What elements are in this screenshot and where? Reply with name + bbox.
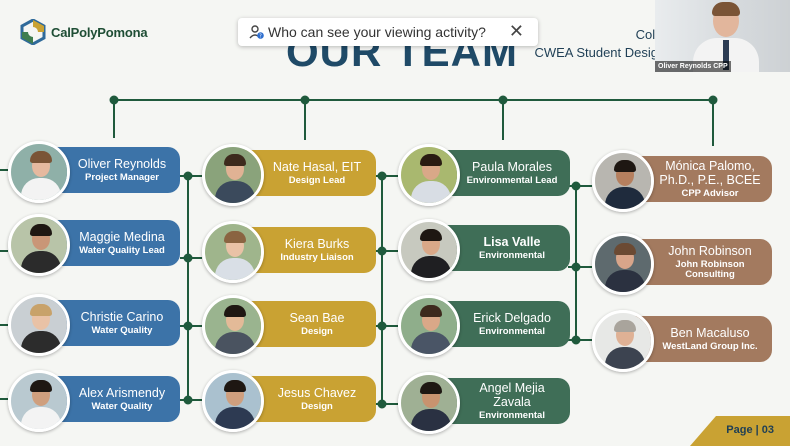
person-question-icon: ? <box>249 25 264 39</box>
member-photo <box>398 144 460 206</box>
member-name: Sean Bae <box>289 311 345 325</box>
member-photo <box>8 370 70 432</box>
member-card: Oliver Reynolds Project Manager <box>8 141 180 203</box>
member-photo <box>202 370 264 432</box>
page-number: Page | 03 <box>726 424 774 436</box>
member-card: Maggie Medina Water Quality Lead <box>8 214 180 276</box>
member-name: Mónica Palomo, Ph.D., P.E., BCEE <box>659 159 761 187</box>
member-photo <box>592 310 654 372</box>
member-role: Environmental Lead <box>466 175 558 186</box>
toast-message: Who can see your viewing activity? <box>268 24 486 40</box>
member-photo <box>398 219 460 281</box>
member-role: Industry Liaison <box>280 252 354 263</box>
cpp-logo: CalPolyPomona <box>20 19 148 45</box>
member-card: Paula Morales Environmental Lead <box>398 144 570 206</box>
member-role: Project Manager <box>85 172 159 183</box>
close-icon[interactable]: ✕ <box>508 21 524 41</box>
member-photo <box>202 144 264 206</box>
member-photo <box>592 233 654 295</box>
member-role: Water Quality <box>91 325 153 336</box>
member-role: Water Quality <box>91 401 153 412</box>
member-name: Lisa Valle <box>483 235 541 249</box>
member-role: John Robinson Consulting <box>675 259 745 280</box>
participant-video-tile[interactable]: Oliver Reynolds CPP <box>655 0 790 72</box>
member-card: Mónica Palomo, Ph.D., P.E., BCEE CPP Adv… <box>592 150 772 212</box>
cpp-logo-icon <box>20 19 46 45</box>
member-name: Nate Hasal, EIT <box>272 160 362 174</box>
logo-text: CalPolyPomona <box>51 24 148 40</box>
member-card: Alex Arismendy Water Quality <box>8 370 180 432</box>
member-card: Jesus Chavez Design <box>202 370 376 432</box>
member-name: Jesus Chavez <box>277 386 357 400</box>
member-card: Nate Hasal, EIT Design Lead <box>202 144 376 206</box>
member-photo <box>8 141 70 203</box>
header-subtitle-line1: Coll <box>635 27 658 42</box>
member-card: Kiera Burks Industry Liaison <box>202 221 376 283</box>
member-card: Christie Carino Water Quality <box>8 294 180 356</box>
member-photo <box>202 295 264 357</box>
member-card: Lisa Valle Environmental <box>398 219 570 281</box>
member-name: Angel Mejia Zavala <box>479 381 545 409</box>
svg-text:?: ? <box>259 33 262 39</box>
member-role: WestLand Group Inc. <box>662 341 758 352</box>
member-role: Environmental <box>479 326 545 337</box>
member-role: Design <box>301 401 333 412</box>
member-name: Erick Delgado <box>473 311 551 325</box>
member-name: Paula Morales <box>472 160 552 174</box>
member-photo <box>592 150 654 212</box>
member-role: Design Lead <box>288 175 346 186</box>
viewing-activity-toast[interactable]: ? Who can see your viewing activity? ✕ <box>238 18 538 46</box>
member-photo <box>8 294 70 356</box>
member-role: CPP Advisor <box>681 188 739 199</box>
member-photo <box>398 295 460 357</box>
member-photo <box>8 214 70 276</box>
member-card: Ben Macaluso WestLand Group Inc. <box>592 310 772 372</box>
logo-text-part1: CalPoly <box>51 24 98 40</box>
member-role: Water Quality Lead <box>79 245 165 256</box>
logo-text-part2: Pomona <box>97 24 148 40</box>
member-name: Oliver Reynolds <box>77 157 167 171</box>
participant-name: Oliver Reynolds CPP <box>655 61 731 72</box>
member-role: Environmental <box>479 410 545 421</box>
member-name: Maggie Medina <box>79 230 165 244</box>
header-subtitle: Coll CWEA Student Desig <box>534 26 658 62</box>
member-photo <box>398 372 460 434</box>
member-name: John Robinson <box>668 244 752 258</box>
member-name: Ben Macaluso <box>670 326 750 340</box>
member-card: Angel Mejia Zavala Environmental <box>398 372 570 434</box>
member-card: John Robinson John Robinson Consulting <box>592 233 772 295</box>
member-name: Alex Arismendy <box>78 386 166 400</box>
member-name: Kiera Burks <box>284 237 350 251</box>
member-role: Design <box>301 326 333 337</box>
member-card: Sean Bae Design <box>202 295 376 357</box>
member-name: Christie Carino <box>80 310 164 324</box>
header-subtitle-line2: CWEA Student Desig <box>534 45 658 60</box>
member-card: Erick Delgado Environmental <box>398 295 570 357</box>
member-photo <box>202 221 264 283</box>
member-role: Environmental <box>479 250 545 261</box>
